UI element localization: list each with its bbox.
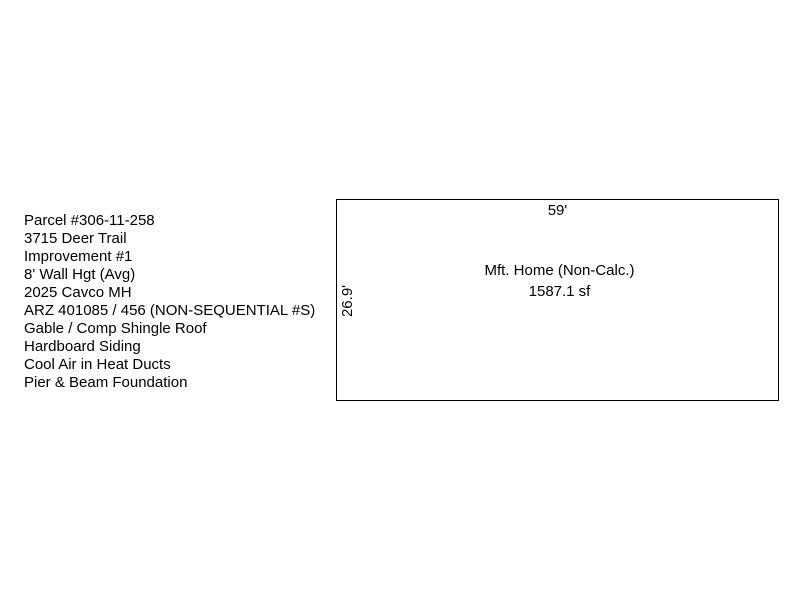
width-dimension-label: 59' bbox=[547, 202, 568, 219]
cooling-type: Cool Air in Heat Ducts bbox=[24, 356, 171, 373]
address: 3715 Deer Trail bbox=[24, 230, 127, 247]
wall-height: 8' Wall Hgt (Avg) bbox=[24, 266, 136, 283]
serial-numbers: ARZ 401085 / 456 (NON-SEQUENTIAL #S) bbox=[24, 302, 316, 319]
property-info-list: Parcel #306-11-258 3715 Deer Trail Impro… bbox=[24, 212, 315, 392]
year-make: 2025 Cavco MH bbox=[24, 284, 132, 301]
depth-dimension-label: 26.9' bbox=[339, 284, 356, 318]
roof-type: Gable / Comp Shingle Roof bbox=[24, 320, 207, 337]
foundation-type: Pier & Beam Foundation bbox=[24, 374, 188, 391]
area-size-label: 1587.1 sf bbox=[528, 283, 591, 300]
building-outline: 59' 26.9' Mft. Home (Non-Calc.) 1587.1 s… bbox=[336, 199, 779, 401]
parcel-number: Parcel #306-11-258 bbox=[24, 212, 155, 229]
improvement-number: Improvement #1 bbox=[24, 248, 133, 265]
siding-type: Hardboard Siding bbox=[24, 338, 141, 355]
area-name-label: Mft. Home (Non-Calc.) bbox=[484, 262, 635, 279]
